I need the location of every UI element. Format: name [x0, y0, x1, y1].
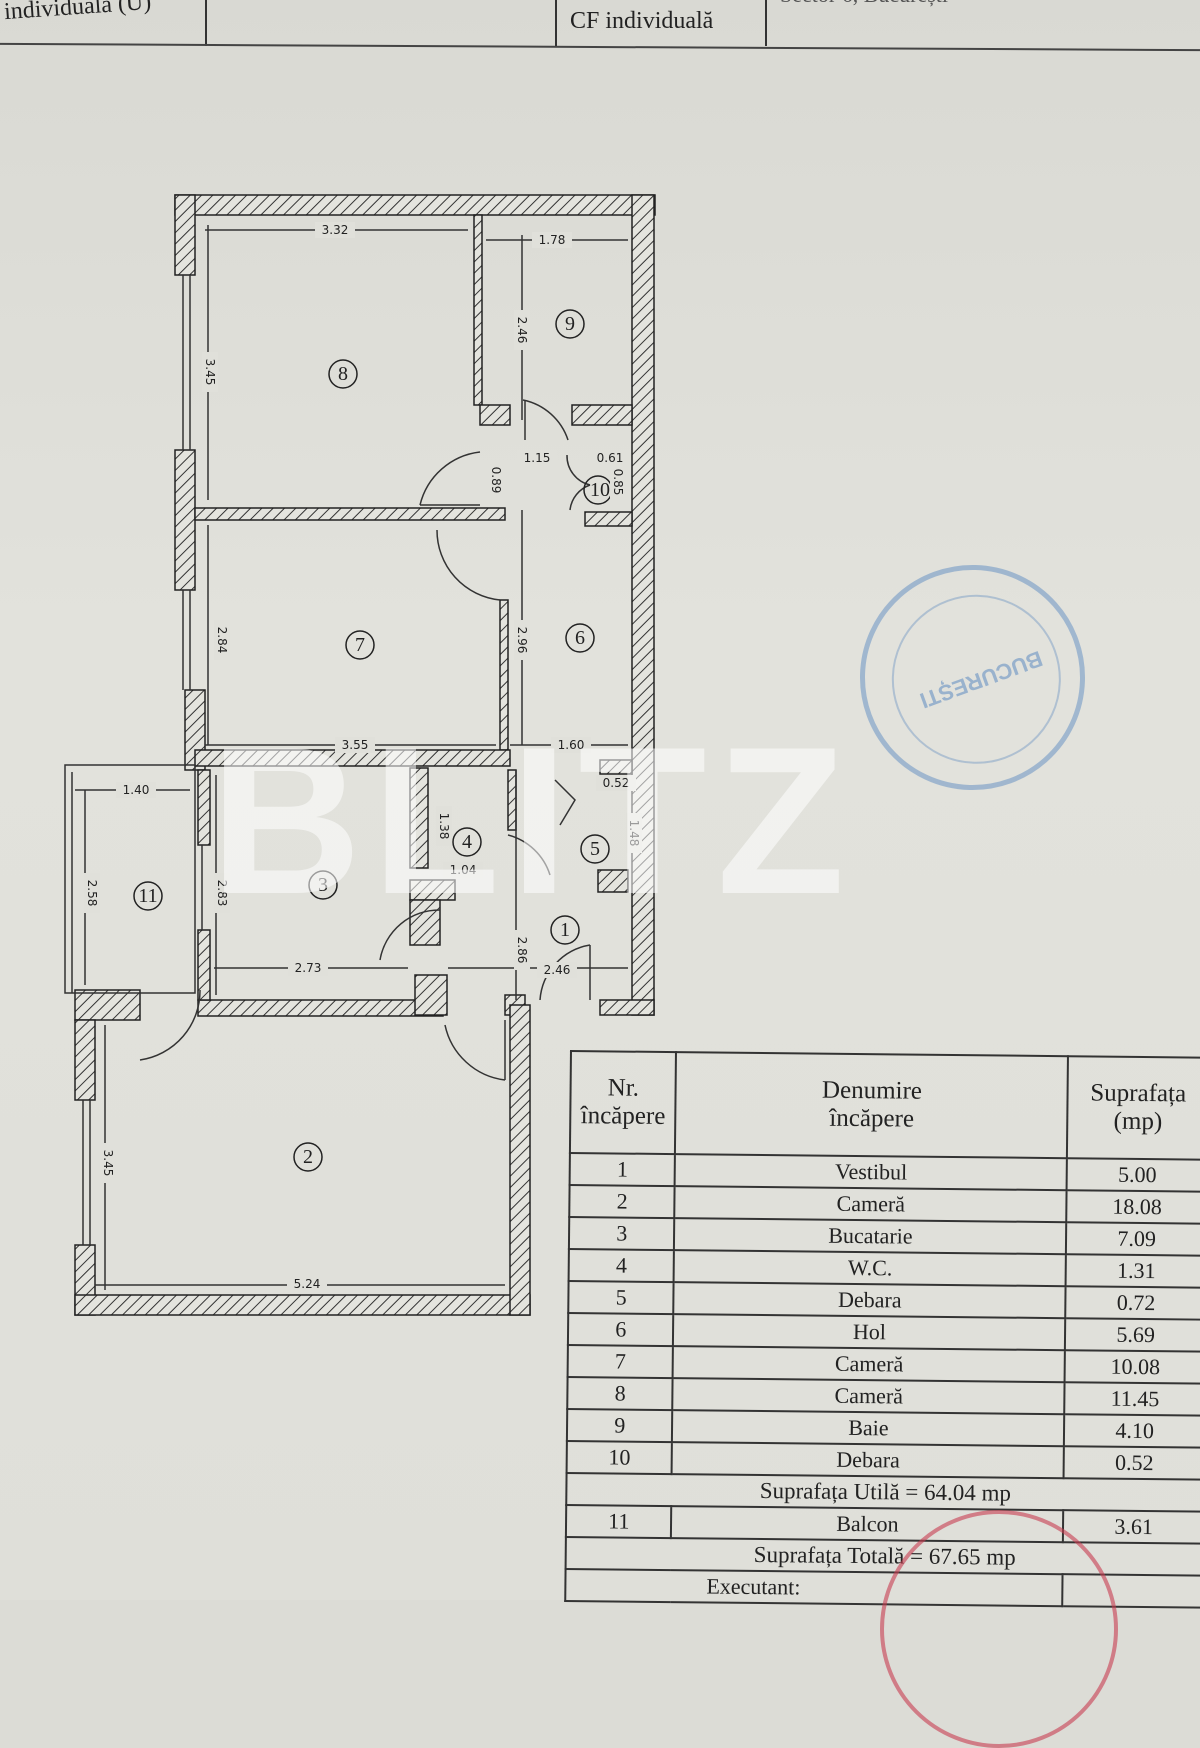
dimension-label: 0.89 [488, 460, 504, 500]
cell-name: Debara [672, 1442, 1065, 1479]
cell-nr: 7 [567, 1344, 674, 1379]
cell-name: W.C. [674, 1250, 1067, 1287]
header-cell-right-text: Sector 6, București [780, 0, 948, 8]
cell-name: Debara [673, 1282, 1066, 1319]
cell-name: Cameră [674, 1186, 1067, 1223]
dimension-label: 2.73 [288, 960, 328, 976]
header-cell-middle: CF individuală [555, 0, 767, 46]
room-number: 10 [590, 479, 610, 501]
dimension-label: 3.55 [335, 737, 375, 753]
dimension-label: 0.85 [610, 462, 626, 502]
cell-area: 7.09 [1066, 1222, 1200, 1256]
room-number: 11 [138, 885, 158, 907]
dimension-label: 1.40 [116, 782, 156, 798]
col-area: Suprafața(mp) [1067, 1056, 1200, 1160]
cell-nr: 10 [566, 1440, 673, 1475]
dimension-label: 1.78 [532, 232, 572, 248]
dimension-label: 2.84 [214, 620, 230, 660]
dimension-label: 1.15 [517, 450, 557, 466]
room-number: 3 [318, 874, 328, 896]
header-table: individuală (U) CF individuală Sector 6,… [0, 0, 1200, 52]
room-number: 7 [355, 634, 365, 656]
header-cell-empty [205, 0, 557, 46]
room-number: 5 [590, 838, 600, 860]
dimension-label: 2.58 [84, 873, 100, 913]
cell-area: 4.10 [1064, 1414, 1200, 1448]
header-cell-middle-text: CF individuală [570, 8, 714, 34]
cell-nr: 5 [568, 1280, 675, 1315]
room-number: 1 [560, 919, 570, 941]
cell-nr: 8 [567, 1376, 674, 1411]
cell-name: Cameră [673, 1346, 1066, 1383]
cell-nr: 4 [568, 1248, 675, 1283]
cell-area: 5.00 [1066, 1158, 1200, 1192]
cell-name: Vestibul [675, 1154, 1068, 1191]
cell-area: 10.08 [1064, 1350, 1200, 1384]
room-number: 8 [338, 363, 348, 385]
red-stamp [880, 1510, 1118, 1748]
dimension-label: 1.60 [551, 737, 591, 753]
dimension-label: 3.45 [202, 352, 218, 392]
dimension-label: 1.04 [443, 862, 483, 878]
cell-area: 11.45 [1064, 1382, 1200, 1416]
cell-nr: 1 [569, 1153, 676, 1187]
cell-area: 0.72 [1065, 1286, 1200, 1320]
cell-area: 3.61 [1063, 1510, 1200, 1544]
cell-name: Cameră [672, 1378, 1065, 1415]
cell-name: Bucatarie [674, 1218, 1067, 1255]
dimension-label: 5.24 [287, 1276, 327, 1292]
cell-area: 0.52 [1063, 1446, 1200, 1480]
cell-area: 18.08 [1066, 1190, 1200, 1224]
dimension-label: 3.32 [315, 222, 355, 238]
dimension-label: 2.46 [514, 310, 530, 350]
cell-name: Baie [672, 1410, 1065, 1447]
room-number: 6 [575, 627, 585, 649]
cell-name: Hol [673, 1314, 1066, 1351]
room-number: 2 [303, 1146, 313, 1168]
watermark: BLITZ [210, 703, 855, 938]
cell-nr: 3 [568, 1217, 675, 1251]
cell-nr: 2 [569, 1185, 676, 1219]
header-cell-left: individuală (U) [0, 0, 207, 46]
cell-nr: 11 [565, 1504, 672, 1539]
dimension-label: 3.45 [100, 1143, 116, 1183]
cell-nr: 9 [566, 1408, 673, 1443]
dimension-label: 2.96 [514, 620, 530, 660]
room-number: 9 [565, 313, 575, 335]
cell-nr: 6 [567, 1312, 674, 1347]
dimension-label: 0.52 [596, 775, 636, 791]
cell-area: 1.31 [1065, 1254, 1200, 1288]
cell-area: 5.69 [1065, 1318, 1200, 1352]
col-nr: Nr.încăpere [569, 1051, 677, 1155]
dimension-label: 2.46 [537, 962, 577, 978]
room-number: 4 [462, 831, 472, 853]
